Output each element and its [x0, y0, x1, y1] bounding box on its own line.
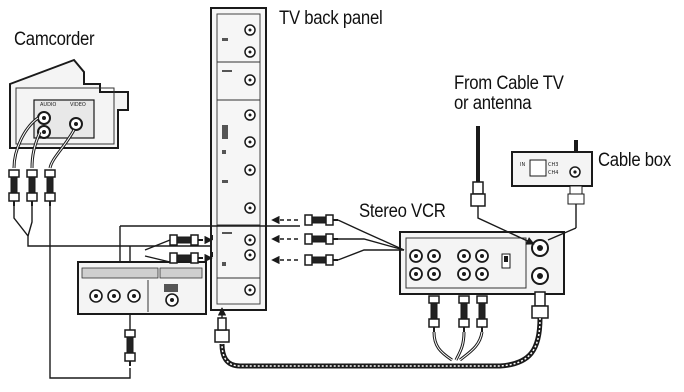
from-cable-label-line1: From Cable TV [454, 73, 564, 94]
svg-text:CH3: CH3 [548, 162, 558, 168]
camcorder-label: Camcorder [14, 29, 95, 50]
tv-back-panel-label: TV back panel [279, 8, 383, 29]
from-cable-label-line2: or antenna [454, 93, 532, 114]
cable-from-wall [470, 126, 535, 245]
svg-text:CH4: CH4 [548, 170, 558, 176]
svg-text:IN: IN [520, 162, 525, 168]
svg-text:VIDEO: VIDEO [70, 102, 86, 108]
cable-box: IN CH3 CH4 [511, 140, 593, 241]
cable-box-label: Cable box [598, 150, 671, 171]
stereo-vcr-label: Stereo VCR [359, 201, 446, 222]
svg-text:AUDIO: AUDIO [40, 102, 56, 108]
front-input-panel [77, 261, 207, 315]
coax-cable-bottom [214, 291, 549, 369]
stereo-vcr [399, 231, 565, 295]
camcorder: AUDIO VIDEO [9, 58, 129, 149]
tv-back-panel [210, 7, 267, 311]
